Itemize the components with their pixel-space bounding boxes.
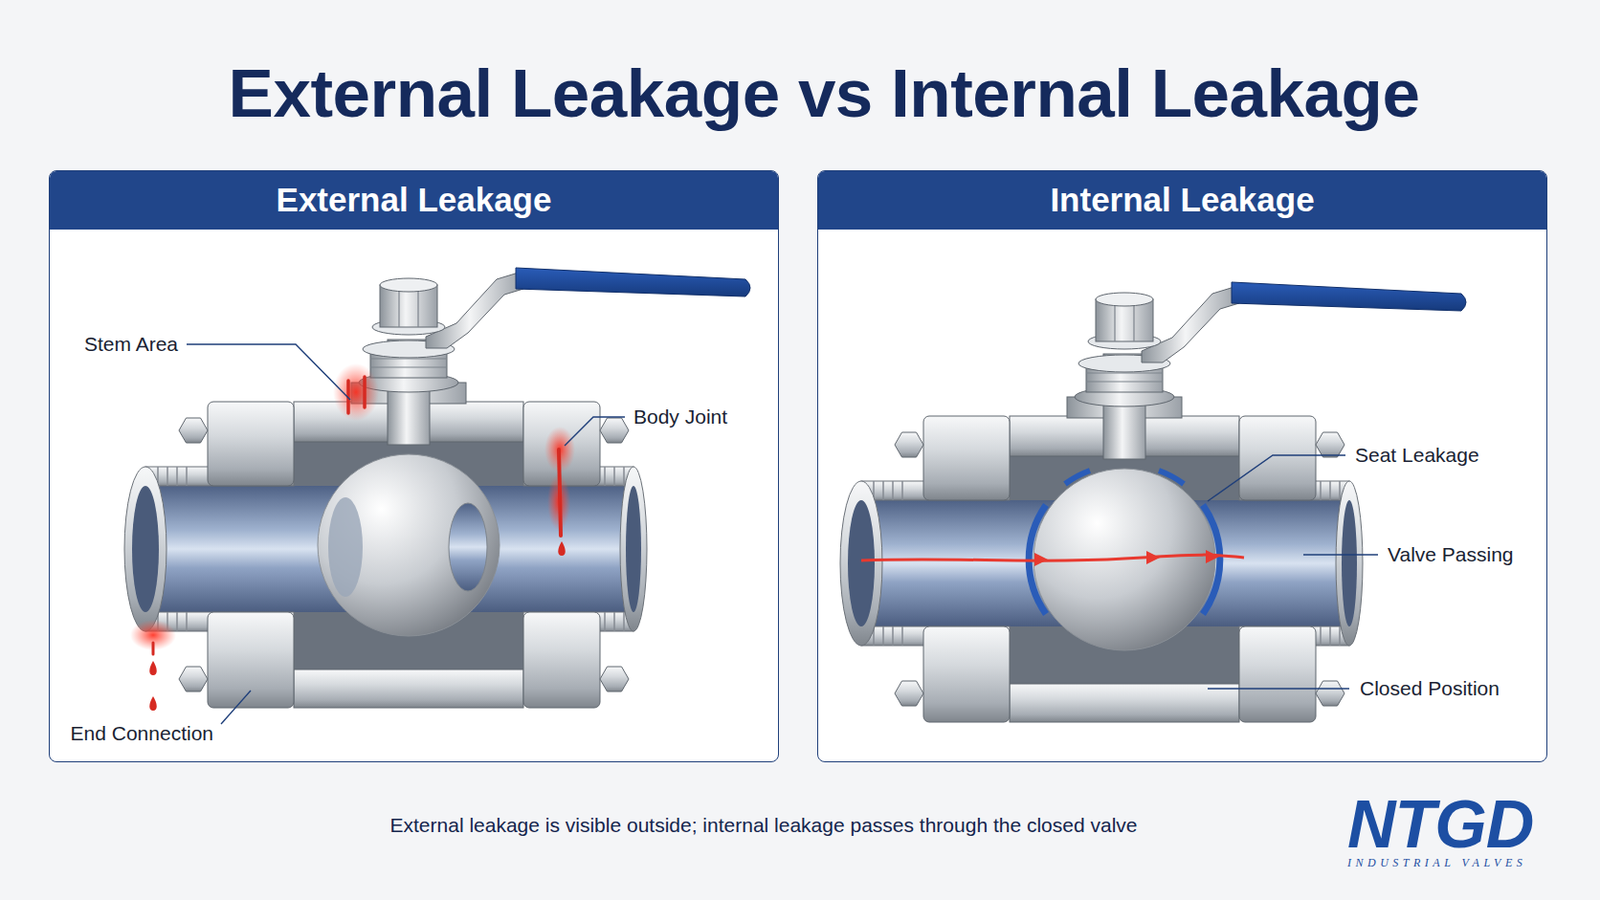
panel-ground	[48, 170, 779, 763]
diagram-caption-anchor: External leakage is visible outside; int…	[390, 812, 1138, 839]
callout-label: Valve Passing	[1385, 542, 1516, 567]
panel-body	[49, 229, 778, 245]
diagram-title: External Leakage vs Internal Leakage	[228, 56, 1421, 132]
leader-lines	[186, 344, 1378, 725]
leak-streak	[152, 643, 156, 655]
leak-streak	[558, 449, 561, 536]
label-anchor: Body Joint	[631, 404, 730, 429]
internal-flow-arrow	[861, 550, 1245, 567]
callout-label: End Connection	[68, 721, 216, 746]
label-anchor: NTGD	[1347, 795, 1534, 856]
seat-ring	[1158, 470, 1184, 485]
valve-drawing	[840, 282, 1467, 723]
brand-tagline: INDUSTRIAL VALVES	[1347, 857, 1527, 870]
panel-body	[818, 229, 1547, 245]
seat-ring	[1065, 470, 1090, 485]
ball-bore	[328, 497, 363, 598]
leak-drop	[149, 696, 157, 712]
callout-label: Stem Area	[82, 332, 180, 356]
leak-streak	[348, 377, 365, 414]
right-valve	[840, 282, 1467, 723]
flow-head	[1146, 551, 1160, 565]
panel-header: External Leakage	[49, 171, 778, 230]
label-anchor: Stem Area	[82, 332, 180, 356]
flow-head	[1205, 550, 1220, 564]
seat-ring	[1202, 505, 1221, 615]
leader-line	[221, 690, 251, 725]
panel-header: Internal Leakage	[818, 171, 1547, 230]
flow-head	[1034, 553, 1048, 567]
leak-drop	[557, 541, 566, 556]
panel-title: Internal Leakage	[1049, 180, 1314, 220]
callout-label: Closed Position	[1357, 676, 1502, 701]
leak-drop	[149, 661, 157, 676]
flow-line	[861, 555, 1245, 561]
panel-box: External Leakage	[48, 170, 779, 763]
brand-logo: NTGD	[1347, 795, 1534, 856]
panel-ground	[817, 170, 1548, 763]
callout-label: Seat Leakage	[1353, 443, 1482, 467]
leader-line	[564, 417, 625, 446]
panel-title: External Leakage	[276, 180, 553, 220]
leader-line	[1303, 554, 1378, 556]
leader-line	[1207, 455, 1346, 502]
valve-drawing	[124, 267, 751, 709]
diagram-caption: External leakage is visible outside; int…	[390, 812, 1138, 839]
ball-bore	[448, 503, 488, 592]
label-anchor: Valve Passing	[1385, 542, 1516, 567]
callout-label: Body Joint	[631, 404, 730, 429]
label-anchor: Closed Position	[1357, 676, 1502, 701]
leader-line	[1207, 688, 1350, 689]
label-anchor: Seat Leakage	[1353, 443, 1482, 467]
external-leak-marks	[130, 363, 576, 712]
leak-glow	[333, 363, 379, 422]
left-valve	[124, 267, 751, 709]
label-anchor: End Connection	[68, 721, 216, 746]
label-anchor: INDUSTRIAL VALVES	[1347, 853, 1527, 871]
leader-line	[186, 344, 351, 400]
diagram-title-anchor: External Leakage vs Internal Leakage	[228, 56, 1421, 132]
